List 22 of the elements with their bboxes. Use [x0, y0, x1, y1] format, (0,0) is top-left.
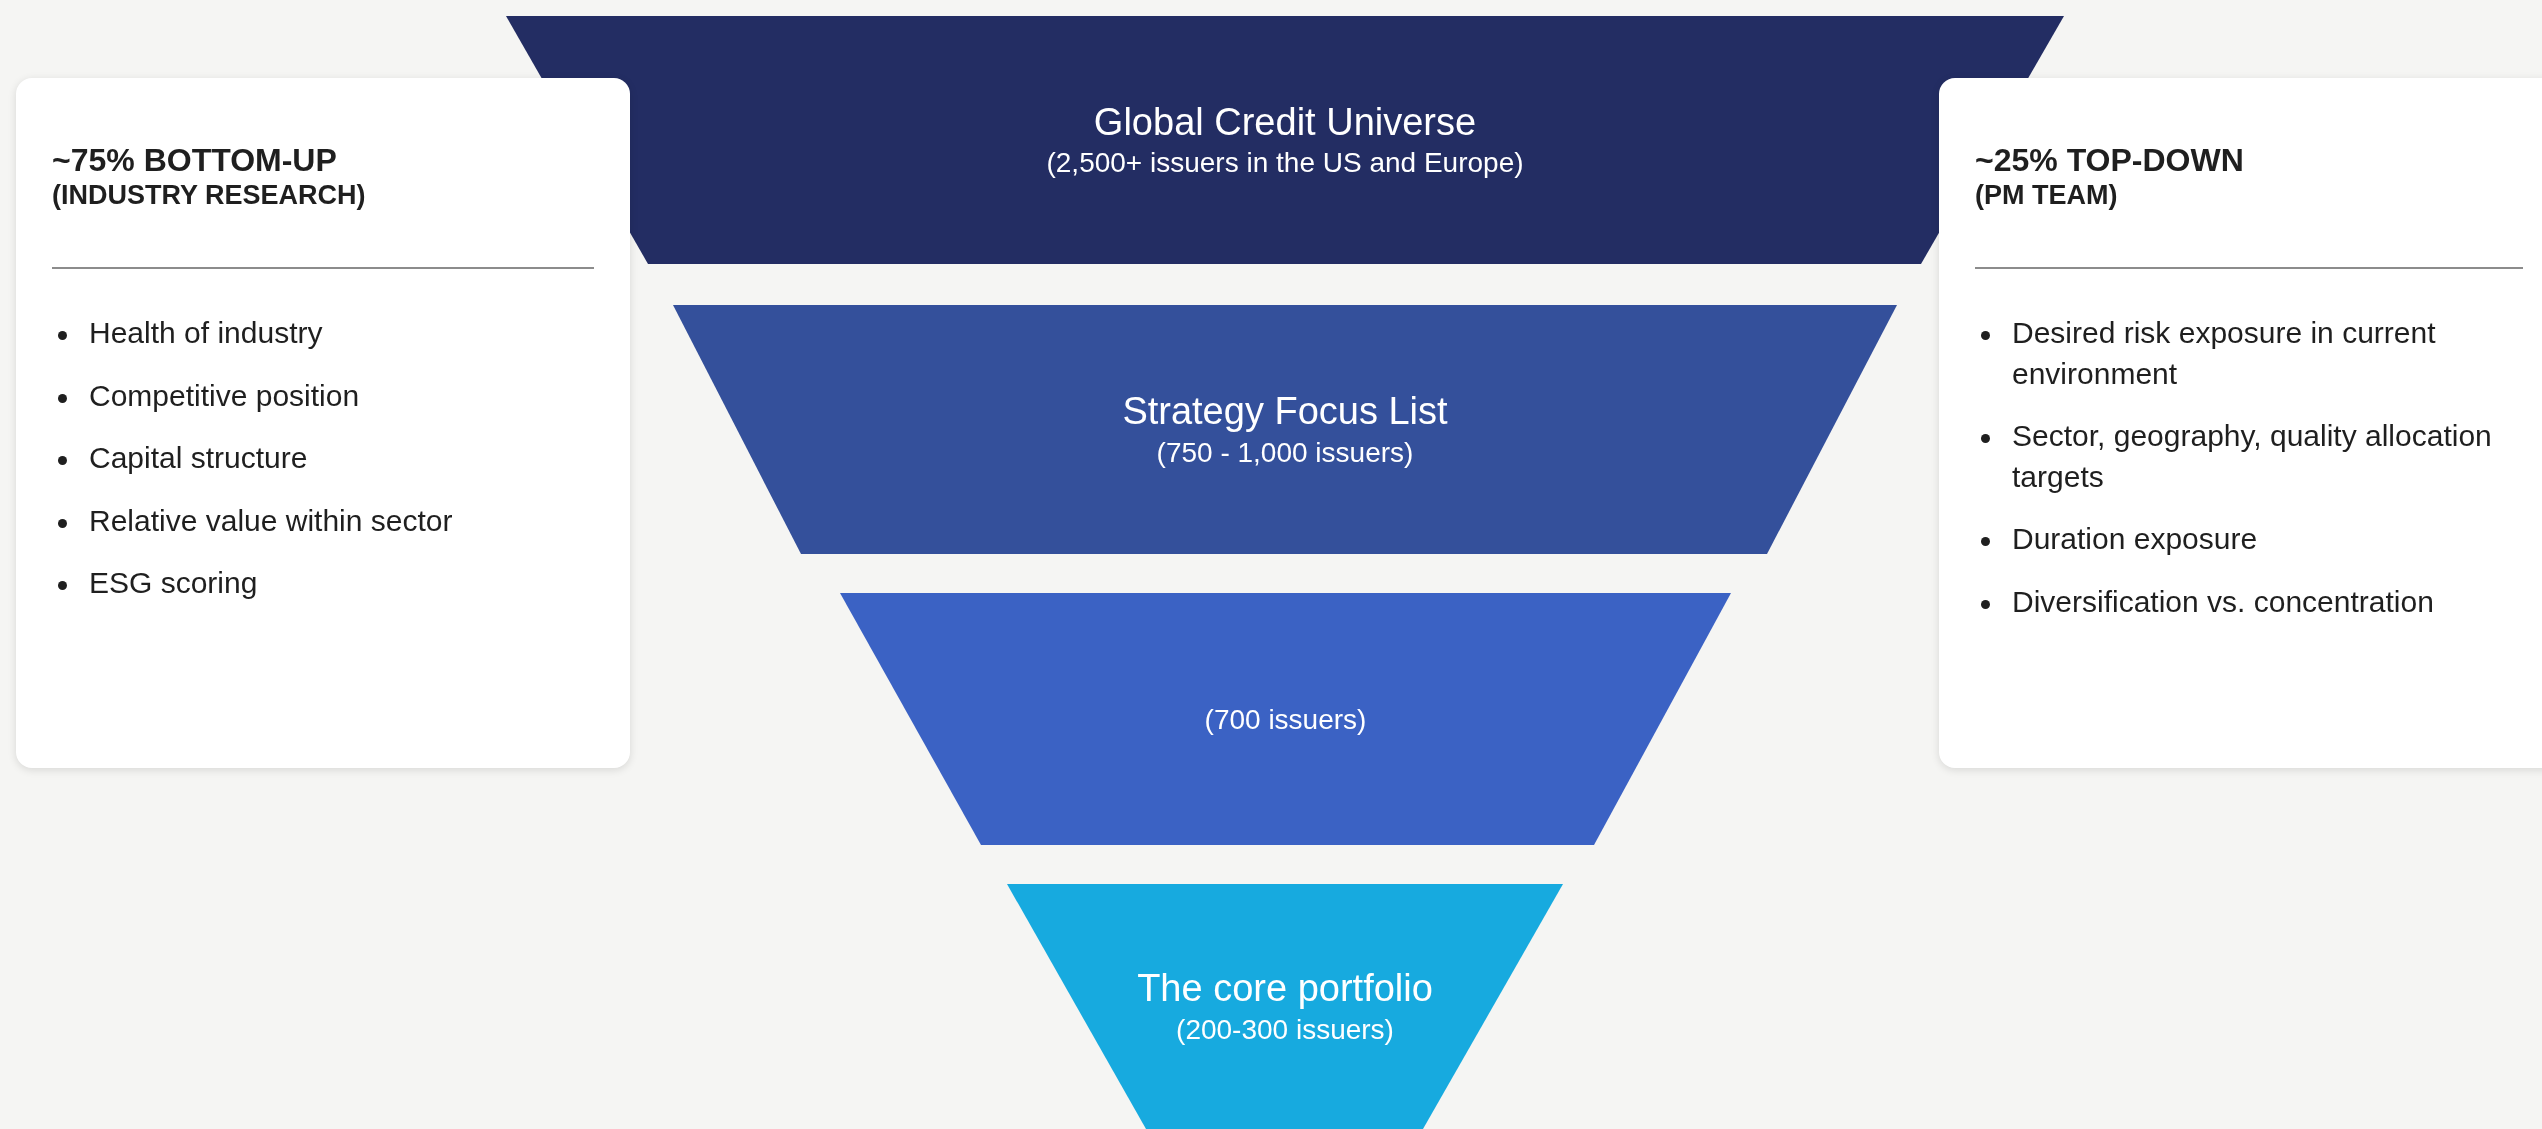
info-card: [1939, 78, 2542, 768]
stage-title: Strategy Focus List: [1122, 389, 1448, 435]
info-card: [16, 78, 630, 768]
bullet-item: Desired risk exposure in current environment: [2012, 315, 2437, 392]
bullet-item: Relative value within sector: [89, 502, 454, 539]
stage-subtitle: (200-300 issuers): [1176, 1012, 1394, 1047]
bullet-item: Sector, geography, quality allocation targets: [2012, 418, 2493, 495]
card-heading: ~25% TOP-DOWN: [1975, 142, 2245, 179]
stage-subtitle: (700 issuers): [1204, 702, 1367, 737]
card-subheading: (INDUSTRY RESEARCH): [52, 178, 367, 212]
stage-subtitle: (750 - 1,000 issuers): [1156, 435, 1414, 470]
bullet-item: Diversification vs. concentration: [2012, 583, 2435, 620]
bullet-item: Competitive position: [89, 377, 361, 414]
bullet-item: Capital structure: [89, 440, 309, 477]
stage-title: Global Credit Universe: [1093, 99, 1477, 145]
card-subheading: (PM TEAM): [1975, 178, 2119, 212]
bullet-item: ESG scoring: [89, 565, 259, 602]
bullet-item: Duration exposure: [2012, 521, 2259, 558]
bullet-item: Health of industry: [89, 315, 324, 352]
card-heading: ~75% BOTTOM-UP: [52, 142, 338, 179]
stage-subtitle: (2,500+ issuers in the US and Europe): [1046, 146, 1524, 181]
stage-title: The core portfolio: [1137, 966, 1433, 1012]
